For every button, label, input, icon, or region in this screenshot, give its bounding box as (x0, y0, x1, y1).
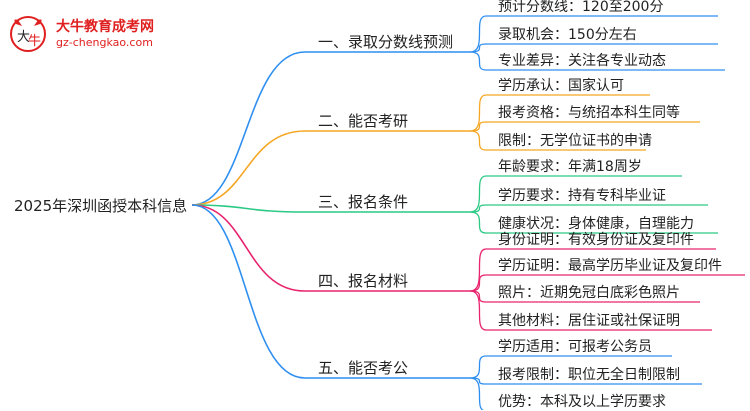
leaf-node: 身份证明：有效身份证及复印件 (498, 232, 694, 248)
leaf-connector (469, 175, 487, 213)
logo-url: gz-chengkao.com (56, 36, 153, 49)
branch-connector (191, 51, 306, 206)
leaf-connector (469, 248, 487, 292)
leaf-connector (469, 130, 487, 151)
leaf-connector (469, 94, 487, 132)
leaf-node: 录取机会：150分左右 (498, 27, 637, 43)
leaf-node: 专业差异：关注各专业动态 (498, 53, 666, 69)
bull-logo-icon: 大 牛 (10, 16, 46, 52)
leaf-connector (469, 290, 487, 331)
leaf-node: 优势：本科及以上学历要求 (498, 394, 666, 410)
leaf-node: 报考资格：与统招本科生同等 (498, 105, 680, 121)
leaf-node: 年龄要求：年满18周岁 (498, 159, 642, 175)
category-node: 一、录取分数线预测 (318, 33, 454, 51)
leaf-node: 其他材料：居住证或社保证明 (498, 313, 680, 329)
leaf-node: 学历适用：可报考公务员 (498, 339, 652, 355)
category-node: 三、报名条件 (318, 193, 409, 211)
branch-connector (191, 204, 306, 379)
logo-title: 大牛教育成考网 (56, 19, 154, 35)
svg-text:牛: 牛 (28, 34, 41, 49)
leaf-connector (469, 51, 487, 71)
leaf-connector (469, 211, 487, 234)
branch-connector (191, 204, 306, 213)
site-logo[interactable]: 大 牛 大牛教育成考网 gz-chengkao.com (8, 14, 228, 54)
leaf-connector (469, 377, 485, 410)
root-node: 2025年深圳函授本科信息 (14, 197, 188, 215)
leaf-node: 照片：近期免冠白底彩色照片 (498, 285, 680, 301)
leaf-node: 预计分数线：120至200分 (498, 0, 664, 15)
svg-text:大: 大 (17, 30, 30, 45)
leaf-connector (469, 355, 487, 379)
leaf-node: 学历承认：国家认可 (498, 78, 624, 94)
branch-connector (191, 204, 306, 292)
leaf-node: 限制：无学位证书的申请 (498, 133, 652, 149)
category-node: 五、能否考公 (318, 359, 409, 377)
category-node: 二、能否考研 (318, 112, 409, 130)
category-node: 四、报名材料 (318, 272, 409, 290)
leaf-node: 学历要求：持有专科毕业证 (498, 188, 666, 204)
leaf-connector (469, 15, 487, 53)
leaf-node: 健康状况：身体健康，自理能力 (498, 216, 694, 232)
leaf-node: 学历证明：最高学历毕业证及复印件 (498, 258, 722, 274)
leaf-node: 报考限制：职位无全日制限制 (498, 367, 680, 383)
branch-connector (191, 130, 306, 206)
